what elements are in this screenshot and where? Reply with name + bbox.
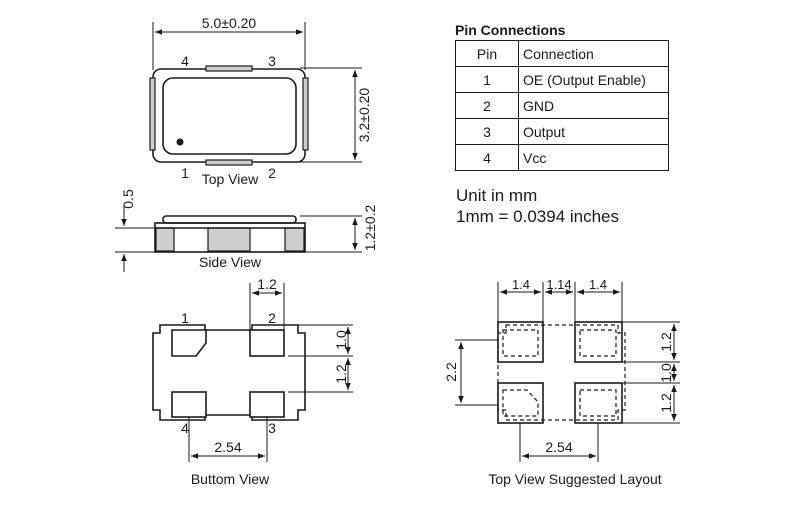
bottom-pad-4 [171, 391, 207, 418]
pin-cell: 4 [455, 144, 519, 171]
unit-notes: Unit in mm 1mm = 0.0394 inches [456, 185, 619, 227]
header-pin: Pin [455, 40, 519, 67]
bottom-pad-2 [249, 329, 285, 357]
pin-connections-title: Pin Connections [455, 22, 566, 38]
side-view: 0.5 1.2±0.2 Side View [115, 189, 378, 272]
bottom-pin-2-label: 2 [268, 310, 276, 326]
top-package-outline [152, 68, 306, 163]
conversion-note: 1mm = 0.0394 inches [456, 207, 620, 226]
side-thickness-dim-label: 0.5 [120, 189, 136, 209]
layout-pitch-dim-label: 2.54 [545, 439, 572, 455]
layout-pad-bottom-right [574, 382, 623, 424]
bottom-pin-3-label: 3 [268, 420, 276, 436]
pin-connections: Pin Connections Pin Connection 1 OE (Out… [455, 22, 669, 171]
pin-cell: 2 [455, 92, 519, 119]
table-row: 2 GND [455, 92, 669, 119]
side-lid [162, 215, 297, 224]
layout-dim-left-label: 1.4 [512, 277, 530, 292]
top-view-caption: Top View [202, 171, 259, 187]
layout-dim-mid-label: 1.14 [546, 277, 571, 292]
top-edge-pad-left [149, 77, 156, 151]
bottom-package-outline [152, 324, 306, 421]
bottom-view-caption: Buttom View [191, 471, 270, 487]
bottom-pad-width-dim-label: 1.2 [257, 276, 277, 292]
bottom-pin-1-label: 1 [181, 310, 189, 326]
side-view-caption: Side View [199, 254, 262, 270]
pin1-marker-dot [176, 138, 184, 146]
table-header-row: Pin Connection [455, 40, 669, 67]
layout-package-outline [497, 324, 626, 421]
side-height-dim-label: 1.2±0.2 [362, 204, 378, 251]
bottom-view: 1 2 3 4 1.2 1.0 1.2 2.54 Buttom View [152, 276, 353, 487]
top-height-dim-label: 3.2±0.20 [356, 88, 372, 143]
layout-dim-pad-top-label: 1.2 [658, 332, 674, 352]
table-row: 1 OE (Output Enable) [455, 66, 669, 93]
top-edge-pad-upper [205, 65, 253, 72]
layout-pad-bottom-left [497, 382, 544, 424]
top-edge-pad-lower [205, 159, 253, 166]
connection-cell: GND [518, 92, 669, 119]
side-body [154, 222, 306, 253]
bottom-pad-1 [171, 329, 207, 357]
layout-dim-total-height-label: 2.2 [443, 362, 459, 382]
bottom-pad-3 [249, 391, 285, 418]
top-pin-4-label: 4 [181, 53, 189, 69]
top-view: 5.0±0.20 3.2±0.20 4 3 1 2 Top View [149, 15, 372, 187]
pin-cell: 1 [455, 66, 519, 93]
bottom-pad-gap-dim-label: 1.2 [333, 364, 349, 384]
layout-view-caption: Top View Suggested Layout [488, 471, 661, 487]
table-row: 4 Vcc [455, 144, 669, 171]
bottom-pitch-dim-label: 2.54 [214, 439, 241, 455]
layout-pad-top-left [497, 321, 544, 363]
bottom-pin-4-label: 4 [181, 420, 189, 436]
layout-dim-right-label: 1.4 [589, 277, 607, 292]
connection-cell: OE (Output Enable) [518, 66, 669, 93]
connection-cell: Vcc [518, 144, 669, 171]
top-pin-1-label: 1 [181, 165, 189, 181]
top-width-dim-label: 5.0±0.20 [202, 15, 257, 31]
header-connection: Connection [518, 40, 669, 67]
top-edge-pad-right [302, 77, 309, 151]
table-row: 3 Output [455, 118, 669, 145]
unit-note: Unit in mm [456, 186, 538, 205]
pin-connections-table: Pin Connection 1 OE (Output Enable) 2 GN… [455, 40, 669, 171]
layout-view: 1.4 1.14 1.4 2.2 1.2 1.0 1.2 2.54 Top Vi… [443, 277, 680, 487]
layout-dim-pad-bottom-label: 1.2 [658, 393, 674, 413]
bottom-pad-height-dim-label: 1.0 [333, 330, 349, 350]
pin-cell: 3 [455, 118, 519, 145]
top-pin-2-label: 2 [268, 165, 276, 181]
top-pin-3-label: 3 [268, 53, 276, 69]
layout-dim-gap-label: 1.0 [658, 363, 674, 383]
connection-cell: Output [518, 118, 669, 145]
top-lid-outline [162, 77, 297, 155]
layout-pad-top-right [574, 321, 623, 363]
